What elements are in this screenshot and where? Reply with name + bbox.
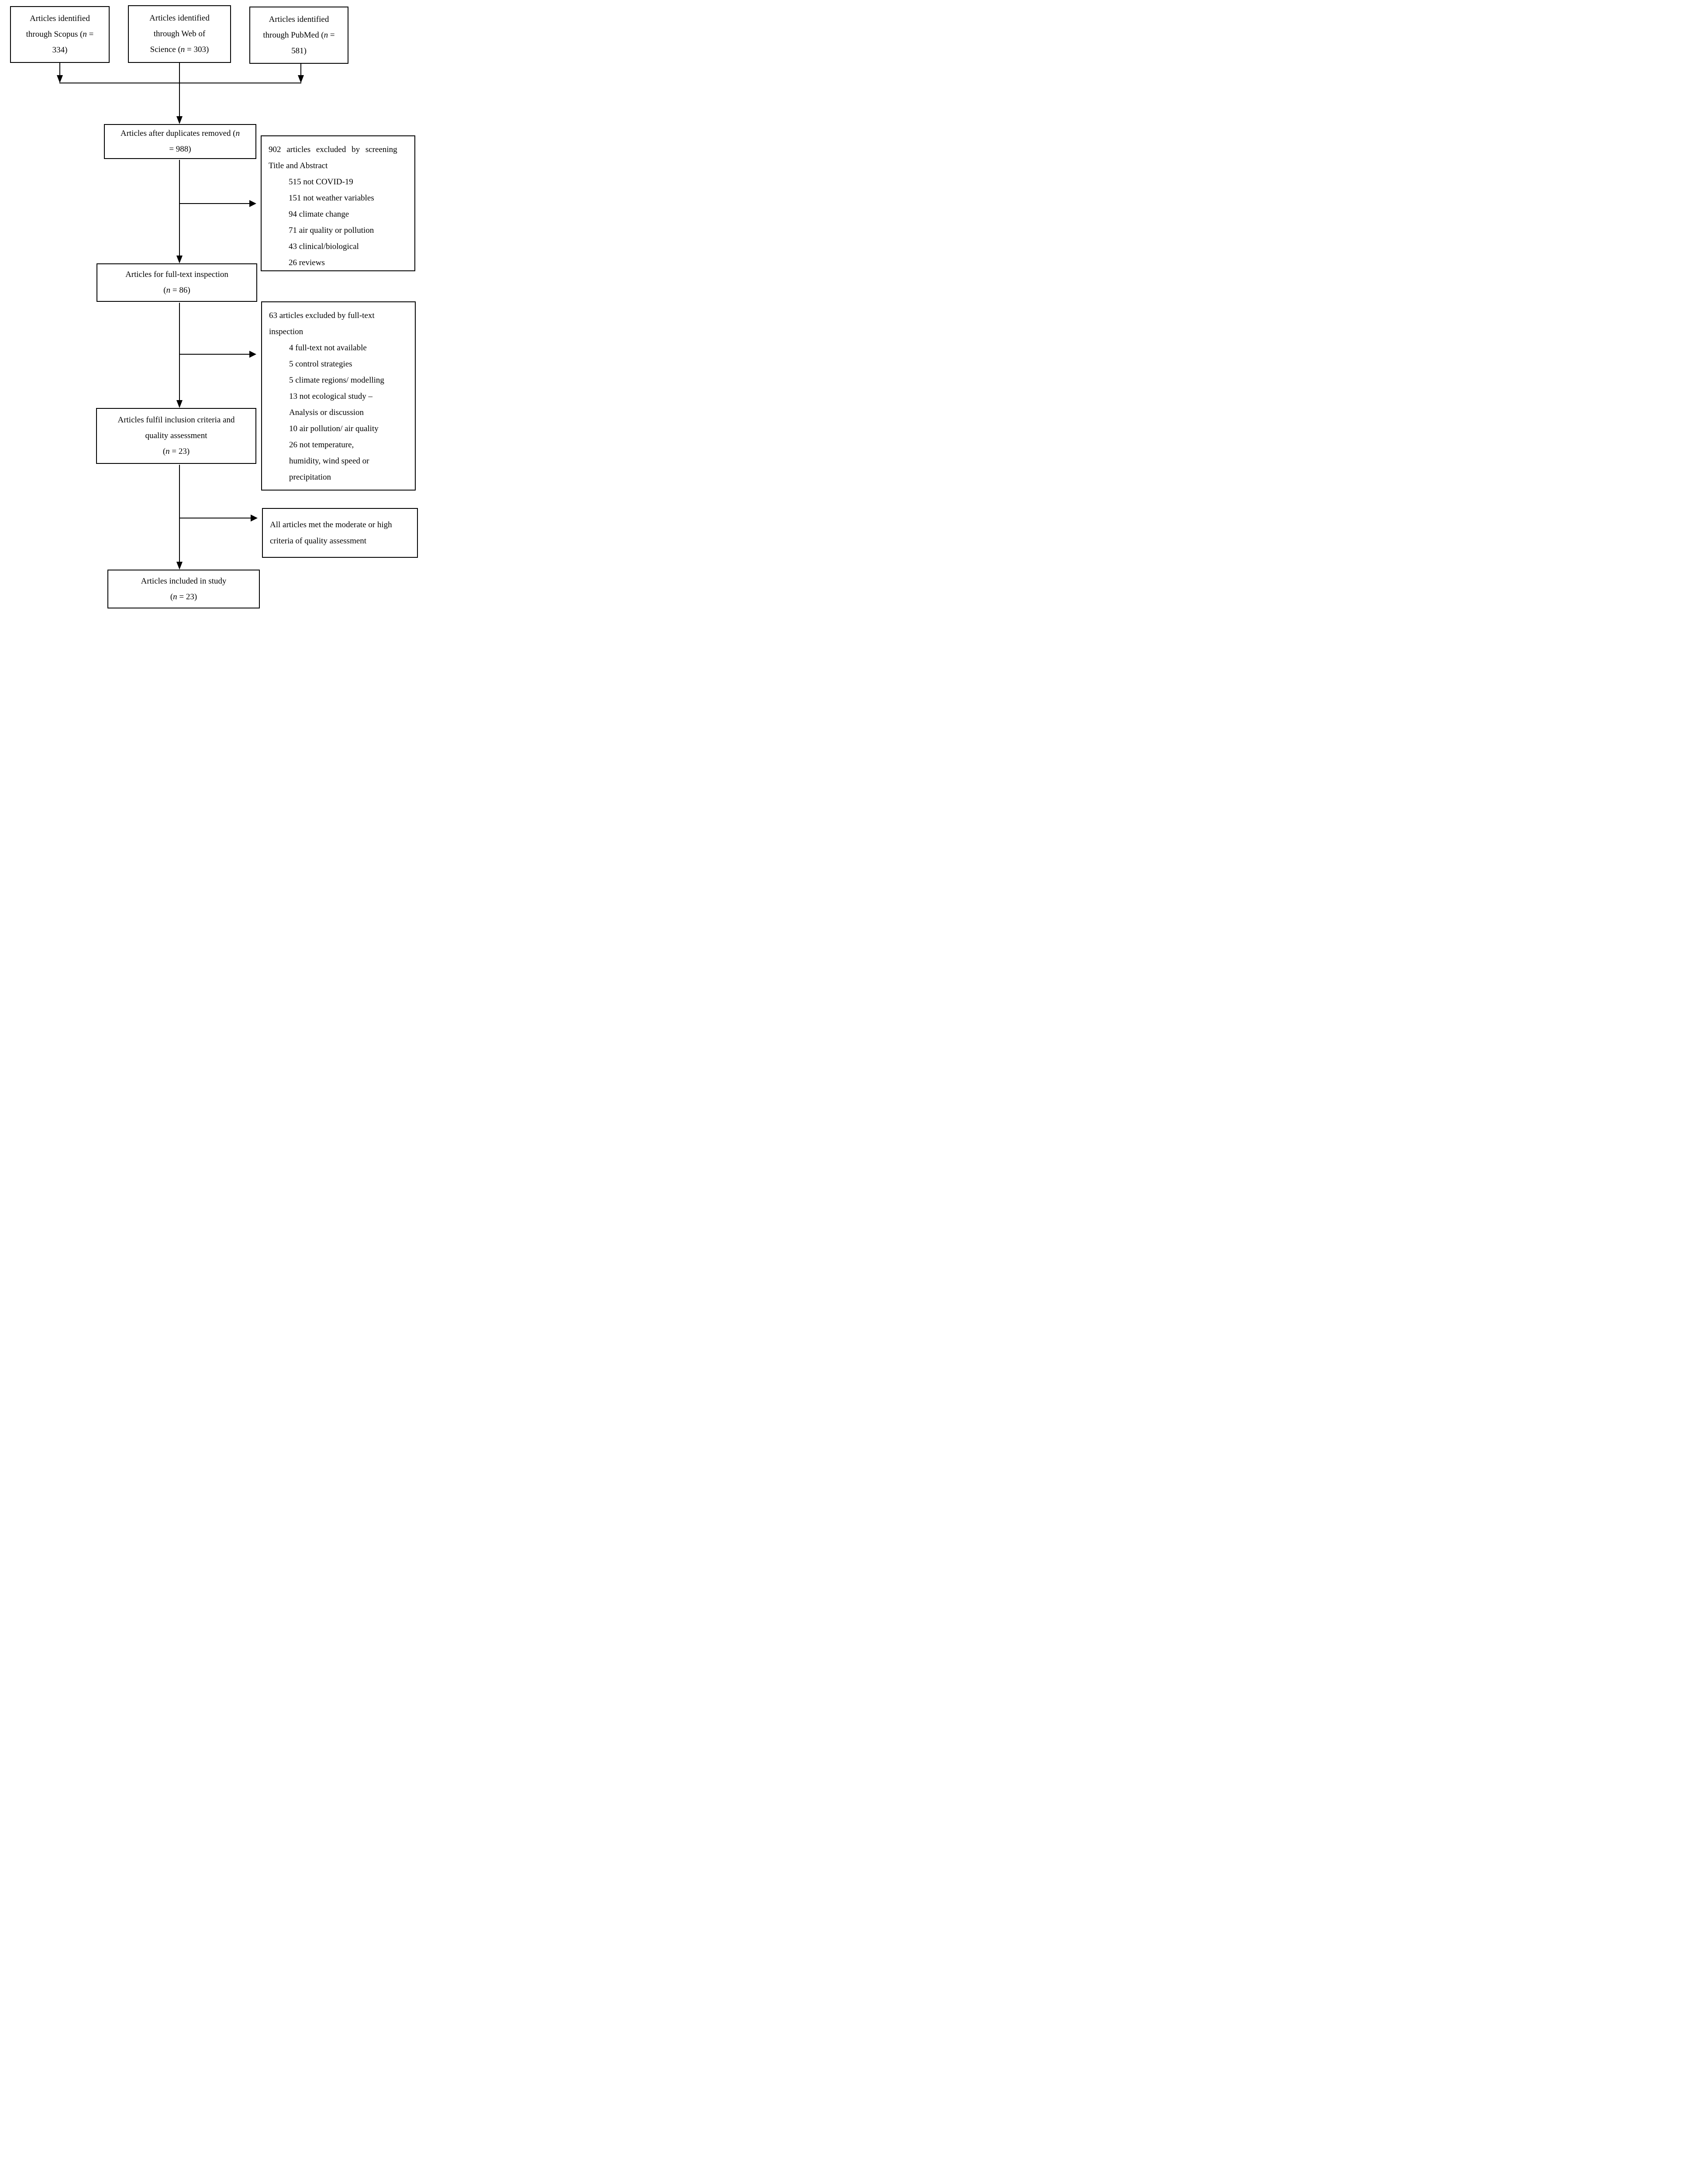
exclusion-box-quality-note: All articles met the moderate or high cri… xyxy=(262,508,418,558)
text-line: 5 control strategies xyxy=(289,359,352,369)
text-line: Articles identified xyxy=(30,14,90,23)
box-identified-scopus: Articles identified through Scopus (n = 33… xyxy=(10,6,110,63)
arrowhead-down-included-icon xyxy=(176,562,183,570)
text-line: 94 climate change xyxy=(289,210,349,219)
text-line: humidity, wind speed or xyxy=(289,456,369,466)
text-line: 581) xyxy=(291,46,307,55)
branch-fulltext-exclusion-line xyxy=(179,354,249,355)
text-line: 515 not COVID-19 xyxy=(289,177,353,187)
box-included-in-study-text: Articles included in study (n = 23) xyxy=(141,574,227,605)
text-line: through Scopus (n = xyxy=(26,30,94,39)
box-full-text-inspection-text: Articles for full-text inspection (n = 86… xyxy=(125,267,228,298)
box-inclusion-criteria-text: Articles fulfil inclusion criteria and qu… xyxy=(117,412,234,460)
text-line: All articles met the moderate or high xyxy=(270,520,392,529)
text-line: Title and Abstract xyxy=(269,161,328,170)
text-line: Articles for full-text inspection xyxy=(125,270,228,279)
text-line: = 988) xyxy=(169,145,191,154)
box-identified-pubmed-text: Articles identified through PubMed (n = 58… xyxy=(263,12,334,59)
box-identified-web-of-science-text: Articles identified through Web of Science… xyxy=(149,10,210,58)
text-line: through Web of xyxy=(153,29,206,38)
arrowhead-right-screening-icon xyxy=(249,200,256,207)
text-line: 151 not weather variables xyxy=(289,194,374,203)
box-full-text-inspection: Articles for full-text inspection (n = 86… xyxy=(97,263,257,302)
exclusion-screening-items: 515 not COVID-19 151 not weather variable… xyxy=(269,174,408,271)
prisma-flow-diagram: Articles identified through Scopus (n = 33… xyxy=(0,0,423,613)
arrowhead-down-pubmed-icon xyxy=(298,75,304,83)
branch-screening-line xyxy=(179,203,249,204)
arrowhead-right-fulltext-exclusion-icon xyxy=(249,351,256,358)
text-line: 4 full-text not available xyxy=(289,343,367,352)
text-line: 10 air pollution/ air quality xyxy=(289,424,379,433)
text-line: through PubMed (n = xyxy=(263,30,335,40)
text-line: 13 not ecological study – xyxy=(289,392,373,401)
connector-duplicates-to-fulltext xyxy=(179,160,180,256)
text-line: Articles identified xyxy=(149,14,210,23)
text-line: (n = 23) xyxy=(162,447,190,456)
text-line: 26 not temperature, xyxy=(289,440,354,449)
text-line: Articles after duplicates removed (n xyxy=(120,129,240,138)
box-identified-web-of-science: Articles identified through Web of Science… xyxy=(128,5,231,63)
text-line: 902 articles excluded by screening xyxy=(269,145,397,154)
box-identified-scopus-text: Articles identified through Scopus (n = 33… xyxy=(26,11,94,58)
quality-note-text: All articles met the moderate or high cri… xyxy=(270,517,411,549)
arrowhead-down-scopus-icon xyxy=(57,75,63,83)
text-line: 71 air quality or pollution xyxy=(289,226,374,235)
connector-scopus-down xyxy=(59,63,60,76)
box-identified-pubmed: Articles identified through PubMed (n = 58… xyxy=(249,7,348,64)
box-included-in-study: Articles included in study (n = 23) xyxy=(107,570,260,608)
exclusion-box-full-text: 63 articles excluded by full-text inspect… xyxy=(261,301,416,491)
text-line: Articles identified xyxy=(269,14,329,24)
exclusion-full-text-heading: 63 articles excluded by full-text inspect… xyxy=(269,308,409,340)
text-line: (n = 23) xyxy=(170,592,197,601)
connector-wos-to-duplicates xyxy=(179,63,180,117)
text-line: Articles fulfil inclusion criteria and xyxy=(117,415,235,425)
text-line: Science (n = 303) xyxy=(150,45,209,54)
arrowhead-down-inclusion-icon xyxy=(176,400,183,408)
text-line: 26 reviews xyxy=(289,258,325,267)
text-line: Articles included in study xyxy=(141,576,227,586)
connector-pubmed-down xyxy=(300,64,301,76)
text-line: precipitation xyxy=(289,473,331,482)
arrowhead-down-fulltext-icon xyxy=(176,256,183,263)
box-after-duplicates-removed-text: Articles after duplicates removed (n = 98… xyxy=(121,126,240,157)
text-line: 5 climate regions/ modelling xyxy=(289,376,384,385)
text-line: Analysis or discussion xyxy=(289,408,364,417)
text-line: 43 clinical/biological xyxy=(289,242,359,251)
text-line: inspection xyxy=(269,327,303,336)
arrowhead-down-duplicates-icon xyxy=(176,116,183,124)
text-line: 334) xyxy=(52,45,68,55)
box-inclusion-criteria: Articles fulfil inclusion criteria and qu… xyxy=(96,408,256,464)
connector-fulltext-to-inclusion xyxy=(179,303,180,401)
box-after-duplicates-removed: Articles after duplicates removed (n = 98… xyxy=(104,124,256,159)
connector-inclusion-to-included xyxy=(179,465,180,562)
exclusion-full-text-items: 4 full-text not available 5 control strat… xyxy=(269,340,409,485)
text-line: (n = 86) xyxy=(163,286,190,295)
text-line: 63 articles excluded by full-text xyxy=(269,311,375,320)
text-line: quality assessment xyxy=(145,431,207,440)
arrowhead-right-quality-icon xyxy=(251,515,258,522)
text-line: criteria of quality assessment xyxy=(270,536,367,546)
